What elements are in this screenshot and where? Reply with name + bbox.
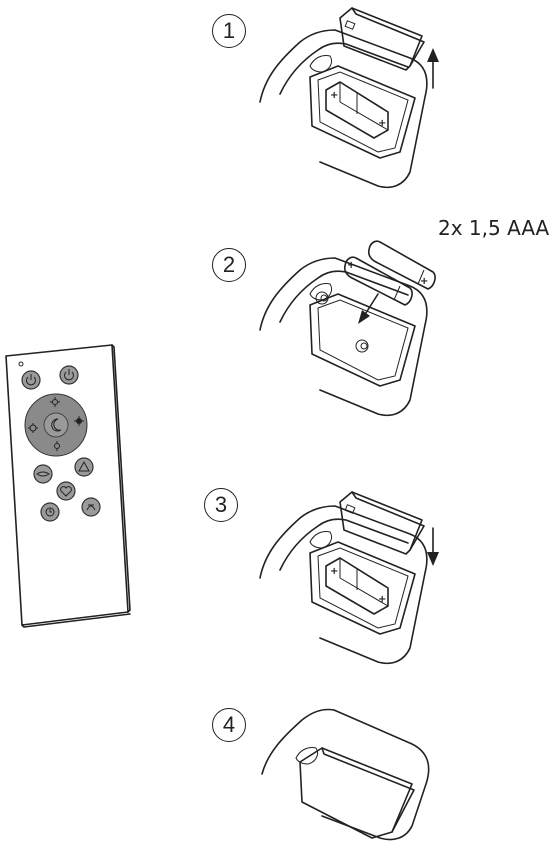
step-1-illustration (259, 7, 428, 189)
timer-button[interactable] (40, 502, 60, 522)
step-3-illustration (259, 491, 428, 665)
polarity-plus-label: + (420, 276, 428, 287)
favorite-button[interactable] (56, 481, 76, 501)
relax-button[interactable] (74, 457, 94, 477)
reading-button[interactable] (33, 464, 53, 484)
arrow-down-icon (427, 527, 439, 566)
brightness-up-icon[interactable] (50, 397, 60, 407)
power-on-button[interactable] (21, 370, 41, 390)
relax-icon (78, 460, 90, 472)
party-icon (86, 504, 96, 511)
aaa-battery-2: + (367, 240, 436, 290)
step-1-number: 1 (212, 14, 246, 48)
brightness-down-icon[interactable] (54, 441, 60, 451)
led-indicator (18, 361, 24, 367)
color-warm-icon[interactable] (28, 423, 38, 433)
reading-icon (36, 471, 50, 477)
color-cold-icon[interactable] (74, 416, 84, 426)
night-mode-icon[interactable] (51, 418, 62, 432)
remote-body (5, 344, 131, 628)
heart-icon (60, 486, 72, 497)
battery-spec-label: 2x 1,5 AAA (438, 216, 550, 240)
step-4-illustration (261, 708, 430, 841)
step-3-number: 3 (204, 488, 238, 522)
step-2-number: 2 (212, 248, 246, 282)
step-2-illustration (259, 257, 428, 417)
arrow-up-icon (427, 48, 439, 89)
battery-spring-contacts (315, 291, 369, 353)
aaa-battery-1: + (343, 256, 413, 306)
power-on-icon (26, 374, 36, 386)
timer-icon (45, 507, 55, 517)
party-button[interactable] (81, 497, 101, 517)
power-off-button[interactable] (59, 365, 79, 385)
power-off-icon (64, 369, 74, 381)
insert-arrow-icon (358, 293, 379, 324)
step-4-number: 4 (212, 708, 246, 742)
polarity-plus-label: + (347, 260, 355, 271)
control-dial[interactable] (24, 393, 88, 457)
